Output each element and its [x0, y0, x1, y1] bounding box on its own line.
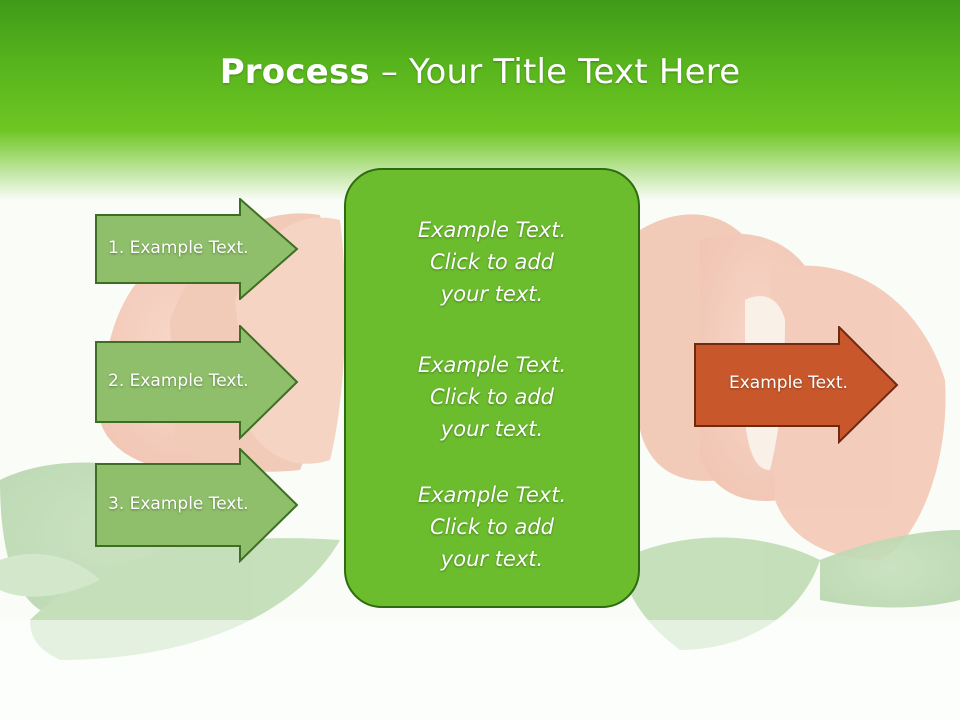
arrow-shape [95, 325, 299, 440]
block-line: Example Text. [417, 218, 567, 242]
title-bold: Process [219, 52, 370, 92]
left-arrow-3[interactable]: 3. Example Text. [95, 448, 300, 563]
block-line: your text. [440, 417, 544, 441]
block-line: Example Text. [417, 353, 567, 377]
arrow-shape [95, 448, 299, 563]
text-block-2: Example Text. Click to add your text. [346, 349, 638, 445]
block-line: your text. [440, 547, 544, 571]
arrow-label: 2. Example Text. [108, 371, 249, 391]
left-arrow-2[interactable]: 2. Example Text. [95, 325, 300, 440]
text-block-1: Example Text. Click to add your text. [346, 214, 638, 310]
center-text-box[interactable]: Example Text. Click to add your text. Ex… [344, 168, 640, 608]
block-line: Example Text. [417, 483, 567, 507]
arrow-shape [694, 326, 899, 444]
header-band [0, 0, 960, 200]
arrow-label: 1. Example Text. [108, 238, 249, 258]
text-block-3: Example Text. Click to add your text. [346, 479, 638, 575]
block-line: Click to add [429, 515, 554, 539]
arrow-label: Example Text. [729, 373, 848, 393]
title-rest: – Your Title Text Here [369, 52, 741, 92]
block-line: your text. [440, 282, 544, 306]
arrow-shape [95, 198, 299, 300]
block-line: Click to add [429, 250, 554, 274]
block-line: Click to add [429, 385, 554, 409]
arrow-label: 3. Example Text. [108, 494, 249, 514]
right-arrow[interactable]: Example Text. [694, 326, 900, 444]
slide-title[interactable]: Process – Your Title Text Here [0, 52, 960, 92]
left-arrow-1[interactable]: 1. Example Text. [95, 198, 300, 300]
